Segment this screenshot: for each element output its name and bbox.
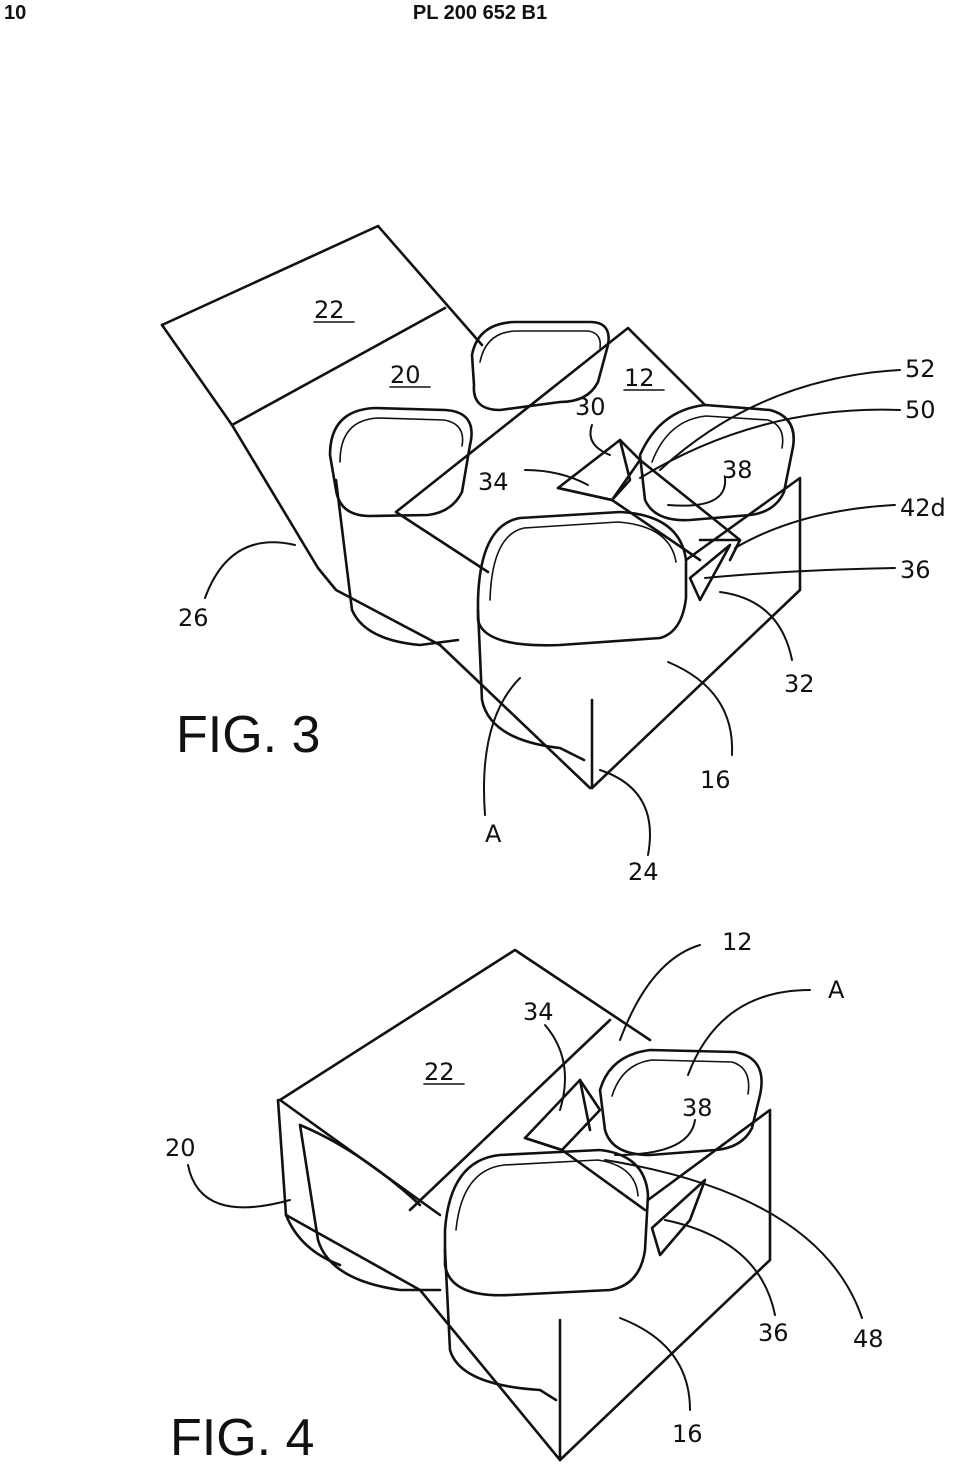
fig4-ref-12: 12 [722, 928, 753, 956]
document-id: PL 200 652 B1 [412, 2, 548, 24]
figure-3: 22 20 12 30 52 50 38 34 42d 36 26 32 16 … [0, 200, 960, 890]
page-number: 10 [4, 2, 27, 24]
fig4-ref-20: 20 [165, 1134, 196, 1162]
fig4-ref-38: 38 [682, 1094, 713, 1122]
fig3-ref-30: 30 [575, 393, 606, 421]
figure-4-caption: FIG. 4 [170, 1409, 314, 1467]
fig3-ref-42d: 42d [900, 494, 946, 522]
fig4-ref-36: 36 [758, 1319, 789, 1347]
fig3-ref-20: 20 [390, 361, 421, 389]
fig4-ref-34: 34 [523, 998, 554, 1026]
figure-3-caption: FIG. 3 [176, 706, 320, 764]
fig3-ref-52: 52 [905, 355, 936, 383]
fig3-ref-12: 12 [624, 364, 655, 392]
fig3-ref-22: 22 [314, 296, 345, 324]
fig4-ref-22: 22 [424, 1058, 455, 1086]
fig3-ref-32: 32 [784, 670, 815, 698]
fig3-ref-16: 16 [700, 766, 731, 794]
fig4-ref-A: A [828, 976, 845, 1004]
fig3-ref-36: 36 [900, 556, 931, 584]
fig4-ref-16: 16 [672, 1420, 703, 1448]
fig3-ref-A: A [485, 820, 502, 848]
fig3-ref-38: 38 [722, 456, 753, 484]
fig3-ref-50: 50 [905, 396, 936, 424]
fig4-ref-48: 48 [853, 1325, 884, 1353]
figure-4: 12 A 34 22 38 20 36 48 16 FIG. 4 [0, 920, 960, 1471]
figure-3-drawing: 22 20 12 30 52 50 38 34 42d 36 26 32 16 … [160, 224, 946, 886]
fig3-ref-34: 34 [478, 468, 509, 496]
fig3-ref-24: 24 [628, 858, 659, 886]
fig3-ref-26: 26 [178, 604, 209, 632]
figure-4-drawing: 12 A 34 22 38 20 36 48 16 FIG. 4 [165, 928, 884, 1467]
